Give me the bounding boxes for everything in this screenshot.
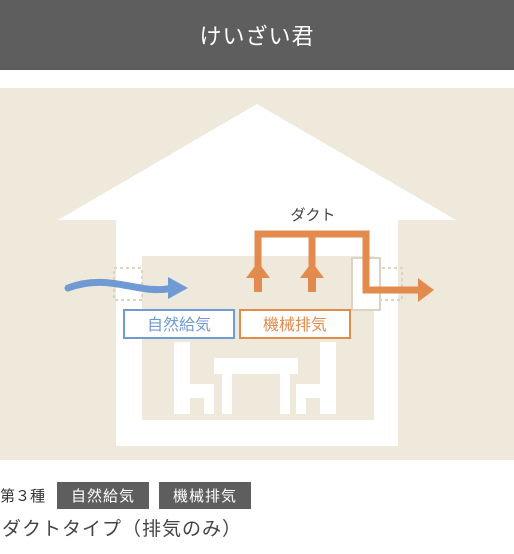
table-leg-left: [222, 374, 232, 414]
exhaust-up-arrow-1-stem: [254, 276, 262, 292]
exhaust-tag: 機械排気: [159, 481, 252, 509]
supply-tag: 自然給気: [57, 481, 150, 509]
right-vent: [375, 267, 403, 301]
chair-left-leg: [204, 384, 214, 414]
exhaust-up-arrow-2-stem: [308, 276, 316, 292]
supply-arrow-path: [64, 278, 176, 294]
table-leg-right: [280, 374, 290, 414]
page-header: けいざい君: [0, 0, 514, 70]
duct-label: ダクト: [290, 206, 335, 224]
exhaust-label-box: [239, 309, 351, 339]
exhaust-up-arrow-1: [246, 262, 270, 278]
chair-right-leg: [296, 384, 306, 414]
type-subtitle: ダクトタイプ（排気のみ）: [2, 518, 243, 540]
exhaust-up-arrow-2: [300, 262, 324, 278]
table-top: [214, 358, 298, 374]
chair-left-back: [174, 342, 190, 414]
type-label: 第３種: [0, 486, 46, 505]
supply-arrow-head: [168, 277, 188, 299]
ventilation-diagram: ダクト 自然給気 機械排気: [0, 88, 514, 460]
supply-label: 自然給気: [147, 315, 211, 334]
exhaust-label: 機械排気: [263, 315, 327, 334]
chair-right-back: [320, 342, 336, 414]
house-roof: [58, 104, 456, 220]
furniture: [174, 342, 336, 414]
duct-main: [254, 230, 420, 294]
supply-label-box: [123, 309, 235, 339]
page-title: けいざい君: [199, 25, 315, 50]
ventilation-type-row: 第３種 自然給気 機械排気: [0, 481, 261, 509]
exhaust-out-arrow-head: [418, 278, 434, 302]
